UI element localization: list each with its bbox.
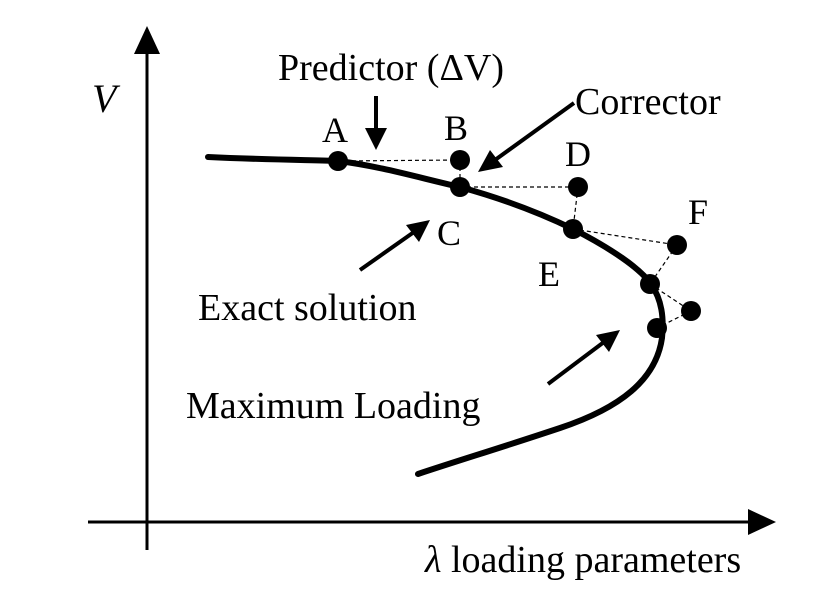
x-axis-label: λ loading parameters xyxy=(424,539,741,581)
x-axis-label-text: loading parameters xyxy=(441,539,741,581)
label-d: D xyxy=(565,134,591,174)
maximum-loading-label: Maximum Loading xyxy=(186,385,480,427)
label-f: F xyxy=(688,192,708,232)
maximum-loading-arrowhead xyxy=(596,330,620,352)
exact-solution-arrowhead xyxy=(406,220,430,242)
corrector-arrow xyxy=(493,101,576,162)
lambda-symbol: λ xyxy=(424,539,441,581)
point-e xyxy=(563,219,583,239)
point-a xyxy=(328,151,348,171)
step-a-b xyxy=(337,159,461,162)
y-axis-arrowhead xyxy=(134,26,160,54)
corrector-arrowhead xyxy=(478,150,503,172)
corrector-label: Corrector xyxy=(575,81,721,123)
x-axis-arrowhead xyxy=(748,509,776,535)
y-axis-label: V xyxy=(92,76,121,121)
predictor-arrowhead xyxy=(365,128,387,150)
axes xyxy=(88,26,776,550)
exact-solution-label: Exact solution xyxy=(198,287,416,329)
point-c xyxy=(450,177,470,197)
point-f xyxy=(667,235,687,255)
label-e: E xyxy=(538,254,560,294)
point-i xyxy=(647,318,667,338)
label-b: B xyxy=(444,108,468,148)
label-a: A xyxy=(322,110,348,150)
solution-points xyxy=(328,150,701,338)
point-b xyxy=(450,150,470,170)
maximum-loading-arrow xyxy=(546,340,606,386)
predictor-label: Predictor (ΔV) xyxy=(278,47,504,89)
point-h xyxy=(681,301,701,321)
exact-solution-arrow xyxy=(358,230,416,272)
label-c: C xyxy=(437,213,461,253)
step-e-f xyxy=(572,228,678,246)
point-d xyxy=(568,177,588,197)
point-g xyxy=(640,274,660,294)
